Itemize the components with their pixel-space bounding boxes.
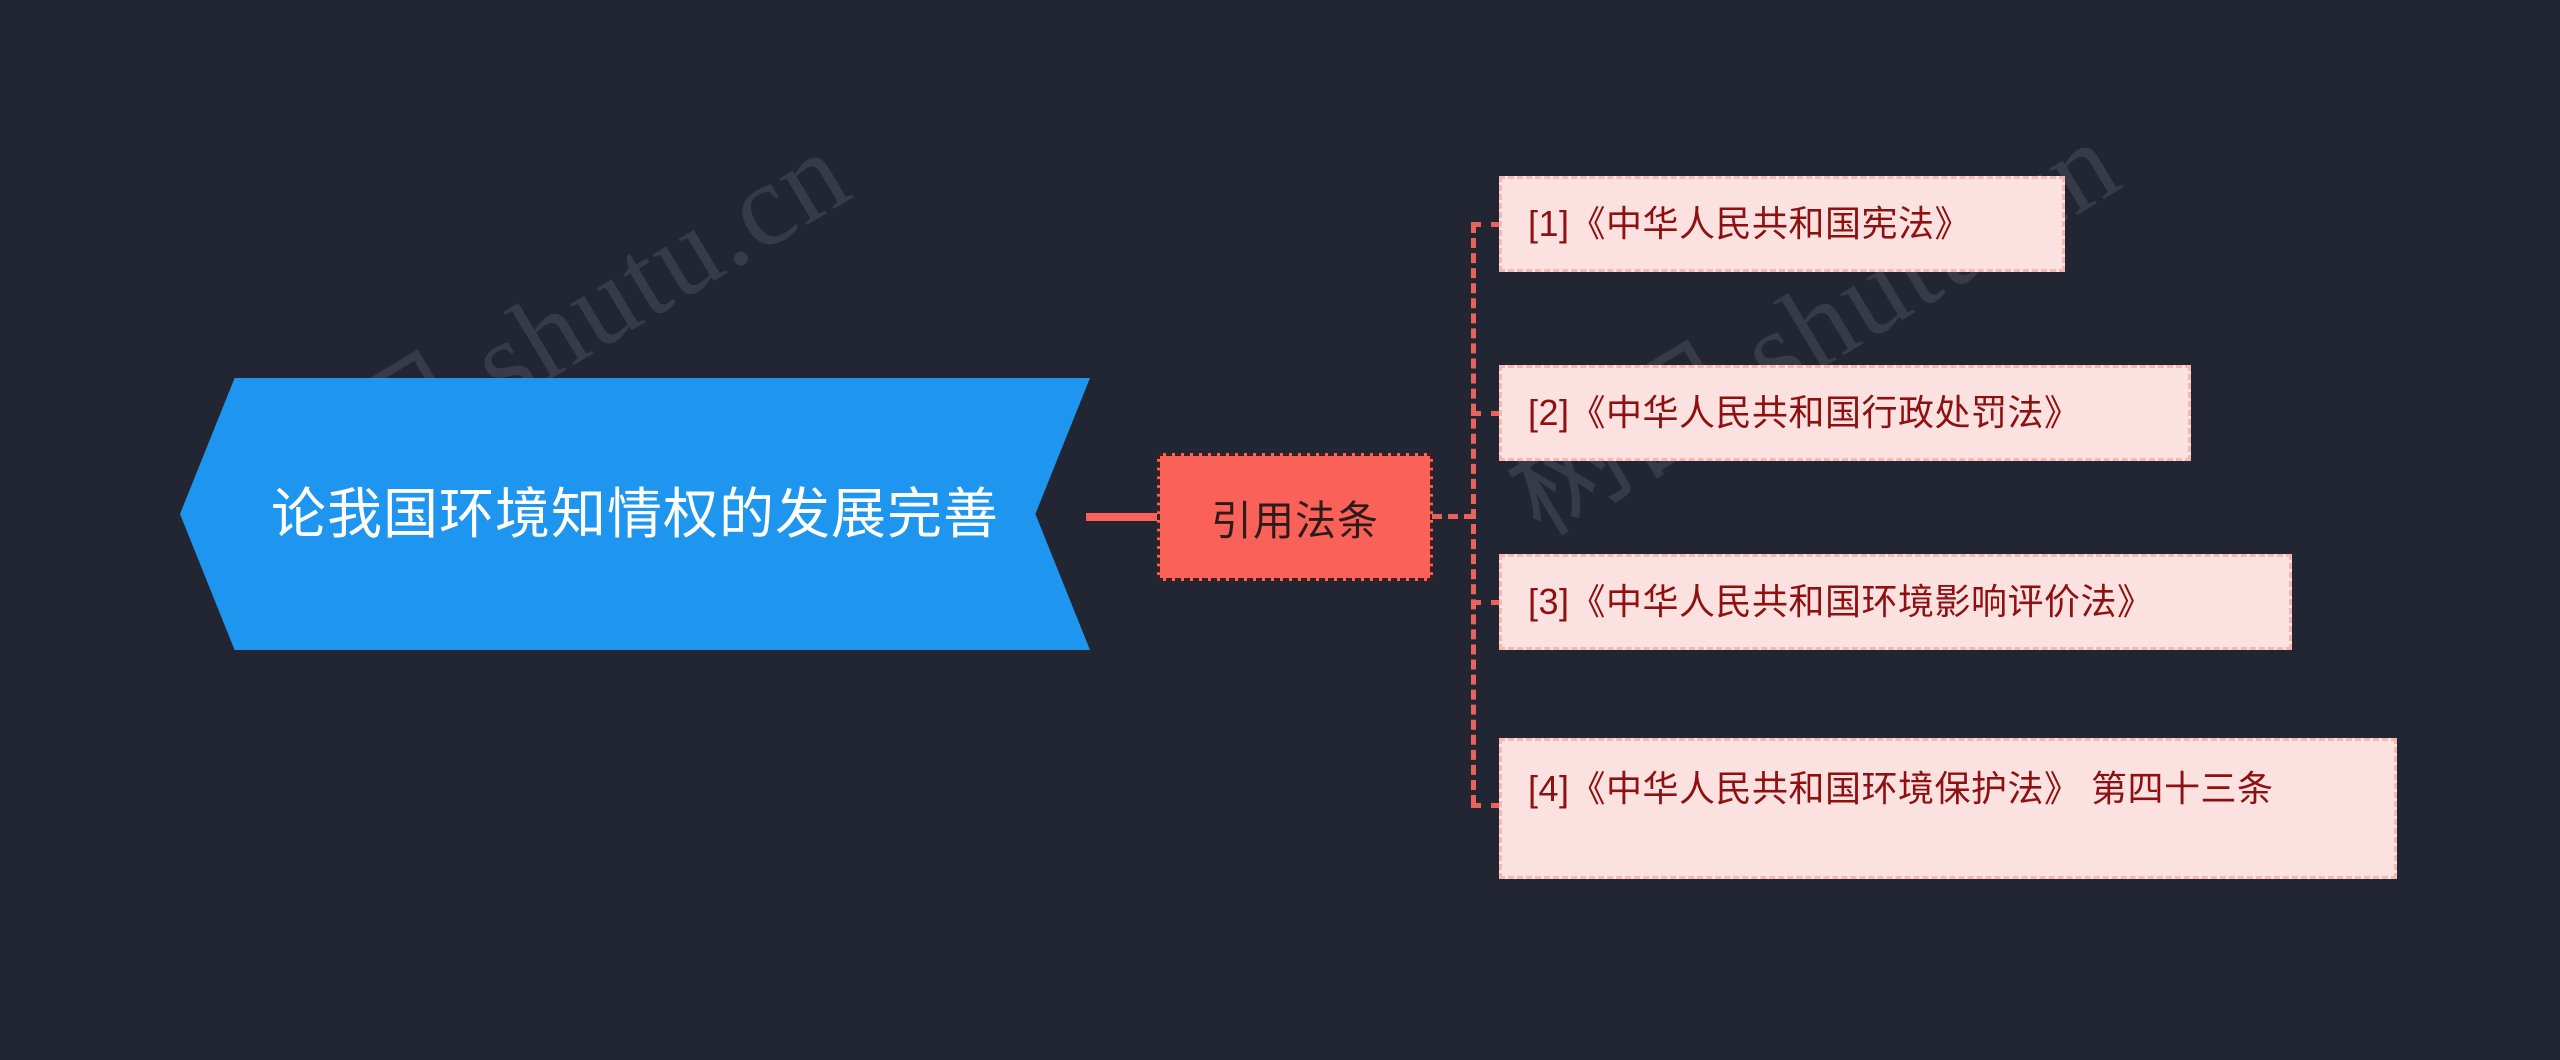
leaf-node-2-label: [2]《中华人民共和国行政处罚法》 — [1528, 392, 2081, 434]
branch-node-label: 引用法条 — [1211, 498, 1379, 544]
leaf-node-4[interactable]: [4]《中华人民共和国环境保护法》 第四十三条 — [1499, 738, 2397, 879]
root-node[interactable]: 论我国环境知情权的发展完善 — [180, 378, 1090, 650]
edge-root-to-branch — [1086, 513, 1161, 521]
edge-spine-to-leaf-2 — [1471, 411, 1501, 416]
edge-branch-to-spine — [1432, 514, 1474, 519]
leaf-node-2[interactable]: [2]《中华人民共和国行政处罚法》 — [1499, 365, 2191, 461]
leaf-node-3-label: [3]《中华人民共和国环境影响评价法》 — [1528, 581, 2154, 623]
connector-spine — [1471, 223, 1476, 805]
edge-spine-to-leaf-3 — [1471, 600, 1501, 605]
leaf-node-1[interactable]: [1]《中华人民共和国宪法》 — [1499, 176, 2065, 272]
root-node-label: 论我国环境知情权的发展完善 — [270, 482, 999, 545]
leaf-node-3[interactable]: [3]《中华人民共和国环境影响评价法》 — [1499, 554, 2292, 650]
edge-spine-to-leaf-4 — [1471, 803, 1501, 808]
leaf-node-1-label: [1]《中华人民共和国宪法》 — [1528, 203, 1972, 245]
edge-spine-to-leaf-1 — [1471, 222, 1501, 227]
watermark-right: 树图 shutu.cn — [1486, 95, 2141, 560]
leaf-node-4-label: [4]《中华人民共和国环境保护法》 第四十三条 — [1528, 768, 2274, 809]
branch-node-cited-laws[interactable]: 引用法条 — [1157, 453, 1433, 581]
